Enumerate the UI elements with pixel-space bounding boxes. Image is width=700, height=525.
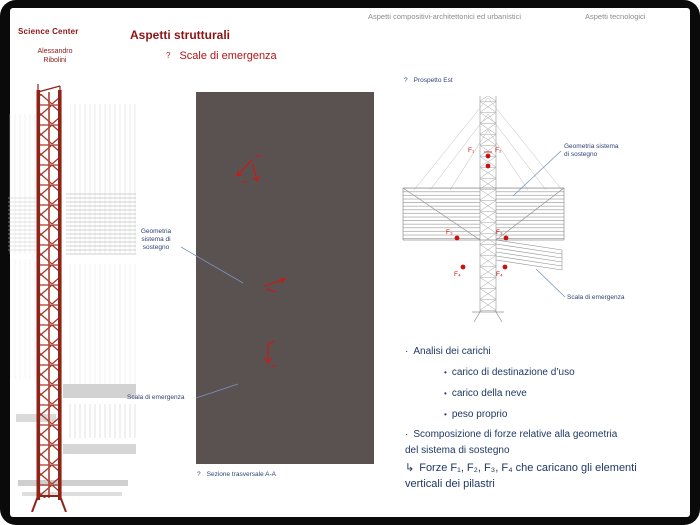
faded-building-sketch bbox=[8, 104, 136, 496]
slide-subtitle: ? Scale di emergenza bbox=[166, 50, 277, 62]
nav-item-tecnologici[interactable]: Aspetti tecnologici bbox=[585, 12, 646, 21]
tower-photo bbox=[8, 84, 136, 512]
tower-photo-drawing bbox=[8, 84, 136, 512]
dot-bullet-icon: • bbox=[444, 389, 447, 398]
force-diagram-sketches bbox=[236, 155, 286, 367]
elevation-drawing: F₁ F₂ F₃ F₃ F₄ F₄ bbox=[400, 90, 568, 338]
dot-bullet-icon: • bbox=[444, 368, 447, 377]
analysis-subitem-peso-text: peso proprio bbox=[451, 409, 508, 420]
callout-stair-right: Scala di emergenza bbox=[567, 294, 625, 301]
analysis-item-scomposizione: ·Scomposizione di forze relative alla ge… bbox=[405, 427, 619, 459]
dot-bullet-icon: • bbox=[444, 410, 447, 419]
question-bullet-icon: ? bbox=[404, 77, 408, 84]
analysis-subitem-peso: • peso proprio bbox=[444, 409, 507, 420]
dot-bullet-icon: · bbox=[405, 346, 409, 357]
callout-geometry-left-line2: sistema di bbox=[141, 236, 171, 244]
analysis-item-forze: ↳Forze F₁, F₂, F₃, F₄ che caricano gli e… bbox=[405, 460, 663, 492]
callout-geometry-left-line3: sostegno bbox=[142, 244, 170, 252]
analysis-item-forze-text: Forze F₁, F₂, F₃, F₄ che caricano gli el… bbox=[405, 462, 637, 490]
callout-geometry-right-line1: Geometria sistema bbox=[564, 143, 619, 150]
analysis-subitem-destinazione-text: carico di destinazione d’uso bbox=[451, 367, 575, 378]
question-bullet-icon: ? bbox=[197, 471, 201, 478]
callout-geometry-right-line2: di sostegno bbox=[564, 151, 598, 159]
question-bullet-icon: ? bbox=[166, 51, 171, 60]
force-point-dots bbox=[454, 153, 509, 270]
analysis-item-scomposizione-text: Scomposizione di forze relative alla geo… bbox=[405, 429, 618, 456]
analysis-subitem-destinazione: • carico di destinazione d’uso bbox=[444, 367, 575, 378]
elevation-caption: ? Prospetto Est bbox=[404, 77, 453, 84]
author-name: Alessandro Ribolini bbox=[26, 48, 84, 66]
author-line1: Alessandro bbox=[37, 48, 73, 55]
elevation-truss-drawing bbox=[402, 96, 565, 323]
return-arrow-icon: ↳ bbox=[405, 462, 415, 474]
author-line2: Ribolini bbox=[43, 56, 67, 64]
analysis-subitem-neve: • carico della neve bbox=[444, 388, 527, 399]
dot-bullet-icon: · bbox=[405, 429, 409, 440]
analysis-subitem-neve-text: carico della neve bbox=[451, 388, 527, 399]
brand: Science Center bbox=[18, 27, 79, 36]
callout-geometry-right: Geometria sistema di sostegno bbox=[564, 143, 619, 159]
force-label-f2: F₂ bbox=[495, 147, 502, 154]
section-image bbox=[196, 92, 374, 464]
force-label-f1: F₁ bbox=[468, 147, 475, 154]
callout-geometry-left-line1: Geometria bbox=[140, 228, 172, 235]
subtitle-text: Scale di emergenza bbox=[179, 50, 277, 62]
elevation-caption-text: Prospetto Est bbox=[413, 77, 453, 84]
analysis-item-carichi: · Analisi dei carichi bbox=[405, 346, 491, 357]
force-label-f4-left: F₄ bbox=[454, 271, 461, 278]
force-label-f3-right: F₃ bbox=[496, 229, 503, 236]
callout-stair-left: Scala di emergenza bbox=[127, 394, 185, 401]
force-label-f3-left: F₃ bbox=[446, 229, 453, 236]
force-label-f4-right: F₄ bbox=[496, 271, 503, 278]
red-truss-tower bbox=[31, 84, 67, 512]
slide-title: Aspetti strutturali bbox=[130, 28, 231, 42]
analysis-item-carichi-text: Analisi dei carichi bbox=[413, 346, 491, 357]
section-caption-text: Sezione trasversale A-A bbox=[206, 471, 276, 478]
section-caption: ? Sezione trasversale A-A bbox=[197, 471, 276, 478]
nav-item-compositivi[interactable]: Aspetti compositivi-architettonici ed ur… bbox=[368, 12, 521, 21]
callout-geometry-left: Geometria sistema di sostegno bbox=[130, 228, 182, 252]
